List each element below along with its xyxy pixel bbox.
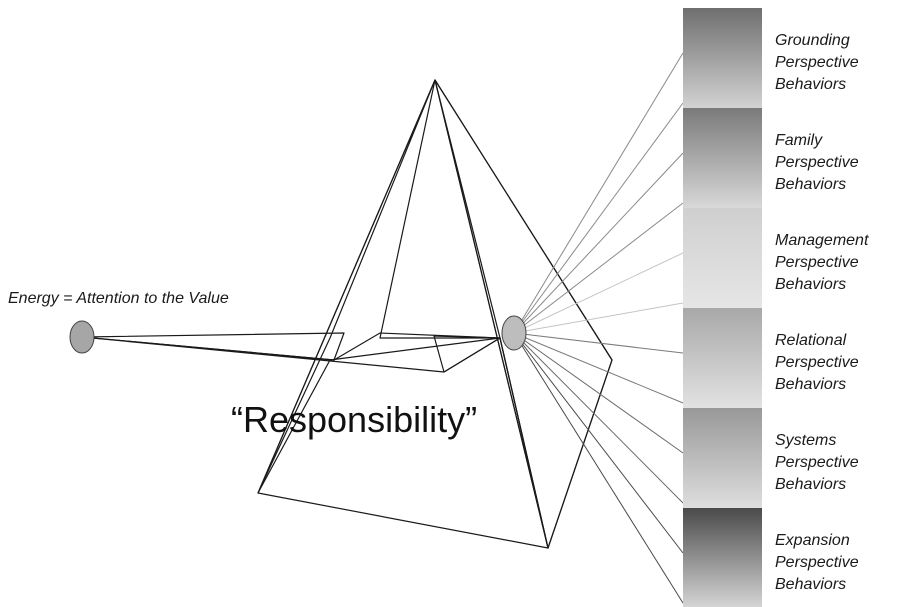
band-label-line: Perspective xyxy=(775,54,859,71)
ray-management-0 xyxy=(513,252,684,334)
band-label-line: Behaviors xyxy=(775,276,846,293)
energy-beam xyxy=(81,332,501,373)
ray-grounding-0 xyxy=(513,52,684,334)
beam-upper xyxy=(81,332,345,361)
band-label-line: Management xyxy=(775,232,869,249)
band-label-line: Perspective xyxy=(775,254,859,271)
band-systems xyxy=(683,408,762,508)
band-label-line: Perspective xyxy=(775,454,859,471)
band-expansion xyxy=(683,508,762,607)
band-label-line: Perspective xyxy=(775,554,859,571)
ray-management-1 xyxy=(513,302,684,334)
pyramid-edge-right xyxy=(434,79,613,549)
dispersion-rays xyxy=(513,52,684,604)
band-label-line: Perspective xyxy=(775,154,859,171)
band-grounding xyxy=(683,8,762,108)
ray-family-0 xyxy=(513,152,684,334)
pyramid xyxy=(257,79,613,549)
ray-expansion-0 xyxy=(513,332,684,554)
band-label-line: Family xyxy=(775,132,823,149)
band-label-line: Behaviors xyxy=(775,376,846,393)
ray-relational-0 xyxy=(513,332,684,354)
band-label-line: Grounding xyxy=(775,32,850,49)
band-relational xyxy=(683,308,762,408)
band-label-line: Behaviors xyxy=(775,576,846,593)
band-label-line: Behaviors xyxy=(775,476,846,493)
beam-lower xyxy=(81,332,501,373)
pyramid-edge-left xyxy=(257,79,436,494)
ray-expansion-1 xyxy=(513,332,684,604)
band-label-line: Systems xyxy=(775,432,836,449)
ray-family-1 xyxy=(513,202,684,334)
pyramid-right-face xyxy=(434,79,613,549)
ray-grounding-1 xyxy=(513,102,684,334)
ray-systems-1 xyxy=(513,332,684,504)
band-label-line: Behaviors xyxy=(775,176,846,193)
band-label-line: Expansion xyxy=(775,532,850,549)
ray-systems-0 xyxy=(513,332,684,454)
focal-point-dot xyxy=(501,315,527,351)
band-management xyxy=(683,208,762,308)
energy-source-dot xyxy=(69,320,95,354)
band-label-line: Perspective xyxy=(775,354,859,371)
energy-label: Energy = Attention to the Value xyxy=(8,290,229,307)
value-label: “Responsibility” xyxy=(231,399,477,440)
ray-relational-1 xyxy=(513,332,684,404)
band-family xyxy=(683,108,762,208)
beam-dark-wedge xyxy=(433,335,501,373)
band-label-line: Relational xyxy=(775,332,847,349)
band-label-line: Behaviors xyxy=(775,76,846,93)
